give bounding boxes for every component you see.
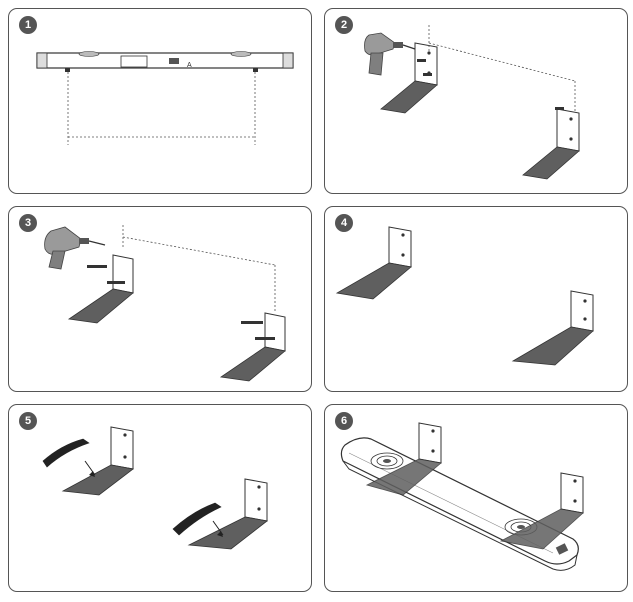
- step-number-badge: 4: [335, 214, 353, 232]
- step-number-badge: 2: [335, 16, 353, 34]
- drill-guide-line: [122, 225, 276, 313]
- wall-bracket-right: [511, 290, 594, 366]
- wall-bracket-left: [365, 422, 442, 496]
- step-2-illustration: [364, 25, 580, 180]
- step-6-illustration: [340, 422, 584, 571]
- step-1-illustration: A: [36, 51, 294, 145]
- step-4-illustration: [335, 226, 594, 366]
- wall-bracket-right: [219, 312, 286, 382]
- step-3-panel: 3: [8, 206, 312, 392]
- drill-icon: [44, 226, 106, 270]
- step-number-badge: 6: [335, 412, 353, 430]
- step-1-panel: 1 A: [8, 8, 312, 194]
- adhesive-pad-right: [172, 502, 222, 536]
- step-6-panel: 6: [324, 404, 628, 592]
- screws-icon: [417, 59, 432, 76]
- step-number-badge: 3: [19, 214, 37, 232]
- step-5-illustration: [42, 426, 268, 550]
- wall-bracket-right: [187, 478, 268, 550]
- step-4-panel: 4: [324, 206, 628, 392]
- mounting-distance-guide: [67, 72, 256, 145]
- drill-icon: [364, 32, 416, 76]
- step-number-badge: 1: [19, 16, 37, 34]
- soundbar-front-view: A: [36, 51, 294, 72]
- step-5-panel: 5: [8, 404, 312, 592]
- step-2-panel: 2: [324, 8, 628, 194]
- wall-bracket-left: [335, 226, 412, 300]
- wall-bracket-left: [67, 254, 134, 324]
- wall-bracket-right: [499, 472, 584, 550]
- step-3-illustration: [44, 225, 286, 382]
- soundbar-perspective: [340, 437, 579, 571]
- adhesive-pad-left: [42, 438, 90, 468]
- soundbar-label: A: [187, 62, 192, 69]
- drill-guide-line: [428, 25, 576, 111]
- step-number-badge: 5: [19, 412, 37, 430]
- wall-bracket-right: [522, 107, 580, 180]
- wall-bracket-left: [61, 426, 134, 496]
- wall-bracket-left: [380, 42, 438, 114]
